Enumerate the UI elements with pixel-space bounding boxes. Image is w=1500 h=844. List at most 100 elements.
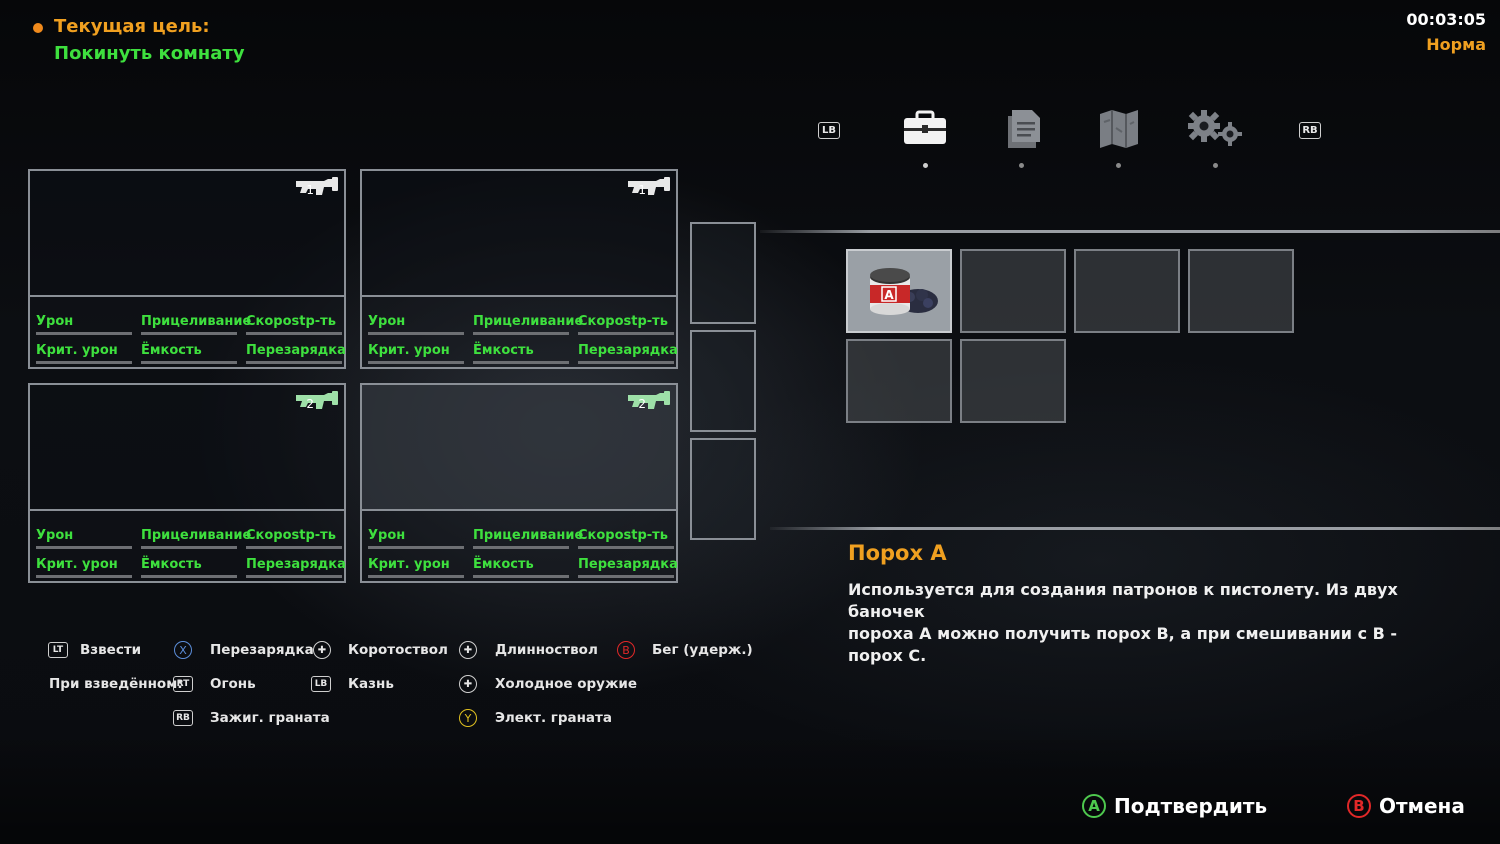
rt-button-icon: RT [173, 676, 193, 692]
y-button-icon: Y [459, 709, 477, 727]
a-button-icon: A [1082, 794, 1106, 818]
documents-icon [1008, 110, 1040, 148]
tab-next-button[interactable]: RB [1299, 122, 1321, 139]
control-when-aimed: При взведённом: [49, 676, 183, 692]
item-badge: A [884, 288, 894, 302]
divider-bottom [770, 527, 1500, 530]
stat-reload: Перезарядка [246, 343, 346, 364]
b-button-icon: B [617, 641, 635, 659]
inventory-slot-3[interactable] [1074, 249, 1180, 333]
stat-damage: Урон [368, 314, 464, 335]
inventory-slot-1[interactable]: A [846, 249, 952, 333]
weapon-slot-number: 1 [638, 183, 646, 197]
control-execute: Казнь [348, 676, 394, 692]
smg-icon [628, 177, 670, 195]
weapon-slot-area: 2 [30, 385, 344, 511]
control-run: Бег (удерж.) [652, 642, 753, 658]
play-timer: 00:03:05 [1406, 10, 1486, 29]
dpad-left-icon: ✚ [313, 641, 331, 659]
tab-map[interactable] [1096, 108, 1142, 150]
tab-prev-button[interactable]: LB [818, 122, 840, 139]
control-incendiary-grenade: Зажиг. граната [210, 710, 330, 726]
side-slot-3[interactable] [690, 438, 756, 540]
stat-aim: Прицеливание [473, 314, 583, 335]
stat-damage: Урон [36, 314, 132, 335]
weapon-slot-area: 2 [362, 385, 676, 511]
item-description: Используется для создания патронов к пис… [848, 579, 1448, 667]
control-reload: Перезарядка [210, 642, 314, 658]
stat-damage: Урон [368, 528, 464, 549]
control-fire: Огонь [210, 676, 256, 692]
lt-button-icon: LT [48, 642, 68, 658]
stat-capacity: Ёмкость [473, 557, 569, 578]
inventory-slot-2[interactable] [960, 249, 1066, 333]
tab-files[interactable] [1000, 106, 1046, 152]
cancel-button[interactable]: B Отмена [1347, 794, 1465, 818]
stat-crit: Крит. урон [36, 557, 132, 578]
tab-inventory-indicator [923, 163, 928, 168]
stat-reload: Перезарядка [246, 557, 346, 578]
stat-damage: Урон [36, 528, 132, 549]
inventory-slot-6[interactable] [960, 339, 1066, 423]
stat-crit: Крит. урон [36, 343, 132, 364]
confirm-button[interactable]: A Подтвердить [1082, 794, 1267, 818]
tab-files-indicator [1019, 163, 1024, 168]
control-melee: Холодное оружие [495, 676, 637, 692]
footer-bar [0, 740, 1500, 844]
stat-rate: Скорostр-ть [578, 314, 674, 335]
tab-inventory[interactable] [900, 108, 950, 150]
dpad-right-icon: ✚ [459, 641, 477, 659]
stat-reload: Перезарядка [578, 343, 678, 364]
objective-text: Покинуть комнату [54, 43, 245, 64]
stat-capacity: Ёмкость [473, 343, 569, 364]
stat-rate: Скорostр-ть [578, 528, 674, 549]
cancel-label: Отмена [1379, 794, 1465, 818]
stat-capacity: Ёмкость [141, 557, 237, 578]
objective-marker-icon [33, 23, 43, 33]
stat-rate: Скорostр-ть [246, 314, 342, 335]
weapon-slot-area: 1 [30, 171, 344, 297]
objective-title: Текущая цель: [54, 16, 210, 37]
stat-aim: Прицеливание [141, 314, 251, 335]
stat-aim: Прицеливание [141, 528, 251, 549]
stat-capacity: Ёмкость [141, 343, 237, 364]
tab-settings-indicator [1213, 163, 1218, 168]
rb-button-icon: RB [173, 710, 193, 726]
control-short-barrel: Коротоствол [348, 642, 448, 658]
inventory-slot-5[interactable] [846, 339, 952, 423]
stat-crit: Крит. урон [368, 557, 464, 578]
smg-icon [296, 391, 338, 409]
x-button-icon: X [174, 641, 192, 659]
side-slot-1[interactable] [690, 222, 756, 324]
item-name: Порох А [848, 541, 947, 565]
smg-icon [628, 391, 670, 409]
weapon-slot-area: 1 [362, 171, 676, 297]
stat-rate: Скорostр-ть [246, 528, 342, 549]
weapon-slot-number: 2 [638, 397, 646, 411]
weapon-slot-number: 1 [306, 183, 314, 197]
lb-button-icon: LB [311, 676, 331, 692]
control-long-barrel: Длинноствол [495, 642, 598, 658]
side-slot-2[interactable] [690, 330, 756, 432]
tab-settings[interactable] [1184, 108, 1248, 150]
b-button-icon: B [1347, 794, 1371, 818]
control-aim: Взвести [80, 642, 142, 658]
map-icon [1100, 110, 1138, 148]
tab-map-indicator [1116, 163, 1121, 168]
stat-reload: Перезарядка [578, 557, 678, 578]
stat-aim: Прицеливание [473, 528, 583, 549]
control-electric-grenade: Элект. граната [495, 710, 612, 726]
difficulty-label: Норма [1426, 35, 1486, 54]
gunpowder-can-icon: A [870, 268, 938, 315]
divider-top [760, 230, 1500, 233]
item-description-line-2: пороха А можно получить порох B, а при с… [848, 624, 1398, 665]
confirm-label: Подтвердить [1114, 794, 1268, 818]
stat-crit: Крит. урон [368, 343, 464, 364]
item-description-line-1: Используется для создания патронов к пис… [848, 580, 1398, 621]
inventory-slot-4[interactable] [1188, 249, 1294, 333]
briefcase-icon [904, 110, 946, 144]
